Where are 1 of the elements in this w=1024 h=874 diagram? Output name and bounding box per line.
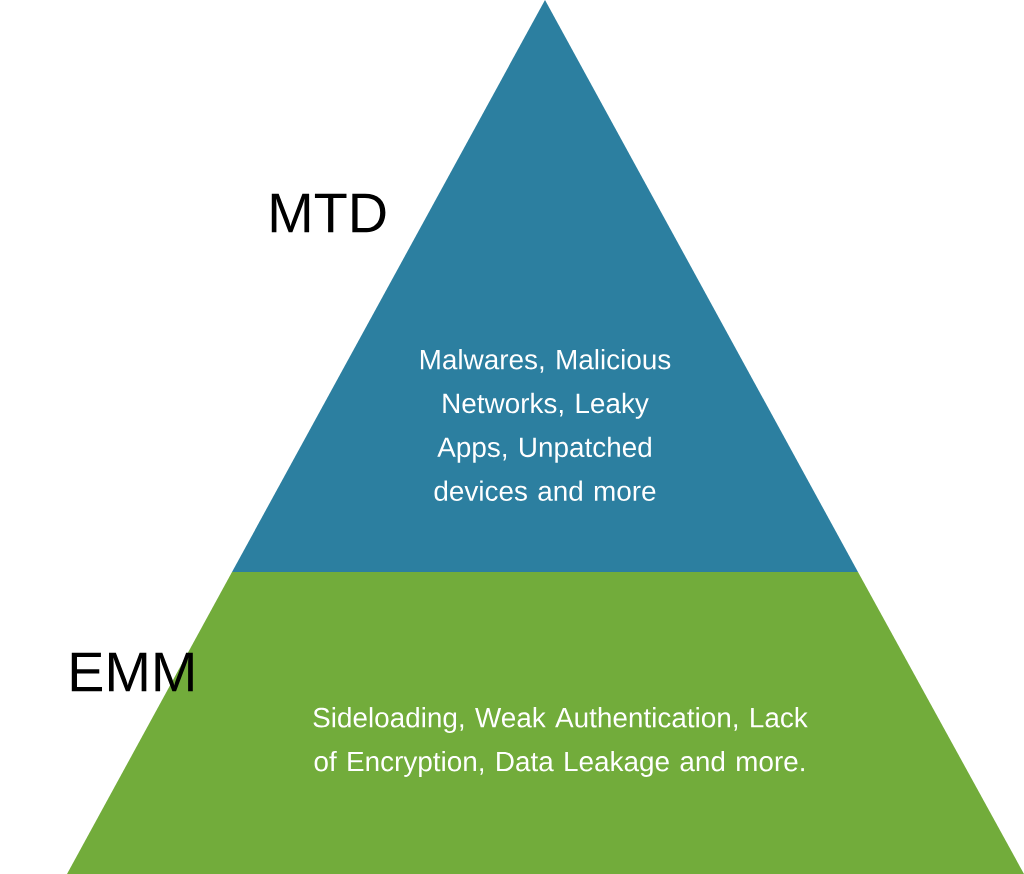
- pyramid-tier: MTD Malwares, Malicious Networks, Leaky Apps, Unpatched devices and more: [232, 0, 858, 572]
